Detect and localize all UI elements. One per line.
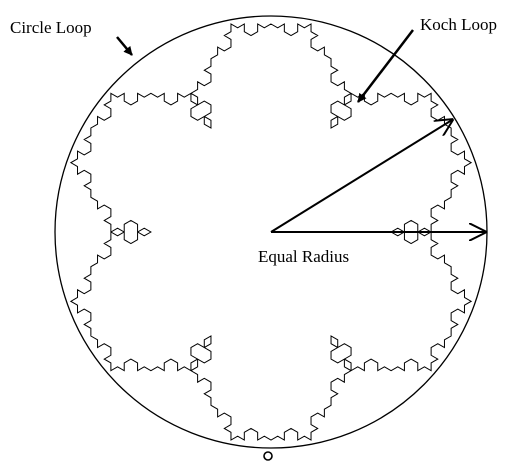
equal-radius-label: Equal Radius: [258, 247, 349, 266]
koch-loop-label: Koch Loop: [420, 15, 497, 34]
feed-point: [263, 451, 273, 461]
circle-loop-pointer-arrow: [116, 36, 133, 56]
radius-arrow-diagonal: [270, 120, 452, 233]
circle-loop: [54, 15, 488, 449]
koch-loop-pointer-arrow: [357, 29, 414, 103]
circle-loop-label: Circle Loop: [10, 18, 92, 37]
